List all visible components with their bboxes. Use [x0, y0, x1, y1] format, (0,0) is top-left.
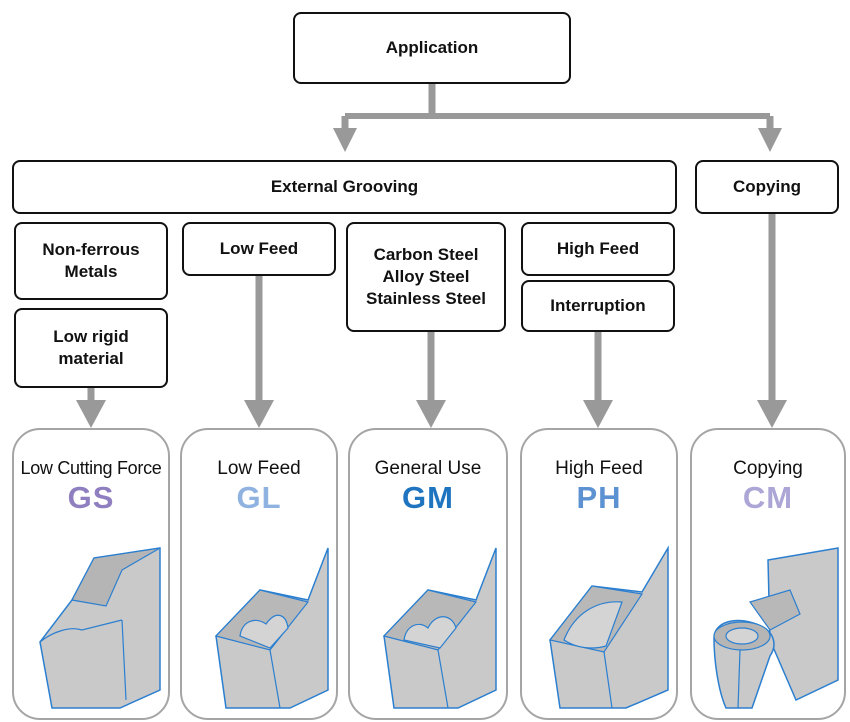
card-code: PH: [576, 480, 622, 515]
interruption-box: Interruption: [521, 280, 675, 332]
steels-box: Carbon Steel Alloy Steel Stainless Steel: [346, 222, 506, 332]
arrowhead-cm: [757, 400, 787, 428]
high-feed-box: High Feed: [521, 222, 675, 276]
arrowheads: [76, 128, 787, 428]
copying-insert-cm-icon: [713, 547, 839, 709]
low-rigid-material-box: Low rigid material: [14, 308, 168, 388]
card-code: GM: [402, 480, 454, 515]
low-feed-box: Low Feed: [182, 222, 336, 276]
card-gs: Low Cutting Force GS: [12, 428, 170, 720]
card-title: Copying: [733, 458, 803, 479]
card-code: GS: [67, 480, 115, 515]
arrowhead-gl: [244, 400, 274, 428]
copying-header-box: Copying: [695, 160, 839, 214]
application-box: Application: [293, 12, 571, 84]
card-title: Low Feed: [217, 458, 301, 479]
external-grooving-box: External Grooving: [12, 160, 677, 214]
arrowhead-external: [333, 128, 357, 152]
arrowhead-gm: [416, 400, 446, 428]
card-title: General Use: [374, 458, 482, 479]
grooving-insert-gs-icon: [39, 547, 161, 709]
card-title: High Feed: [555, 458, 643, 479]
card-cm: Copying CM: [690, 428, 846, 720]
card-gm: General Use GM: [348, 428, 508, 720]
arrowhead-copying: [758, 128, 782, 152]
card-gl: Low Feed GL: [180, 428, 338, 720]
nonferrous-metals-box: Non-ferrous Metals: [14, 222, 168, 300]
grooving-insert-ph-icon: [548, 545, 669, 709]
grooving-insert-gl-icon: [214, 547, 329, 709]
arrowhead-gs: [76, 400, 106, 428]
card-code: CM: [742, 480, 794, 515]
card-code: GL: [236, 480, 282, 515]
grooving-insert-gm-icon: [382, 547, 497, 709]
card-ph: High Feed PH: [520, 428, 678, 720]
arrowhead-ph: [583, 400, 613, 428]
card-title: Low Cutting Force: [20, 458, 162, 478]
